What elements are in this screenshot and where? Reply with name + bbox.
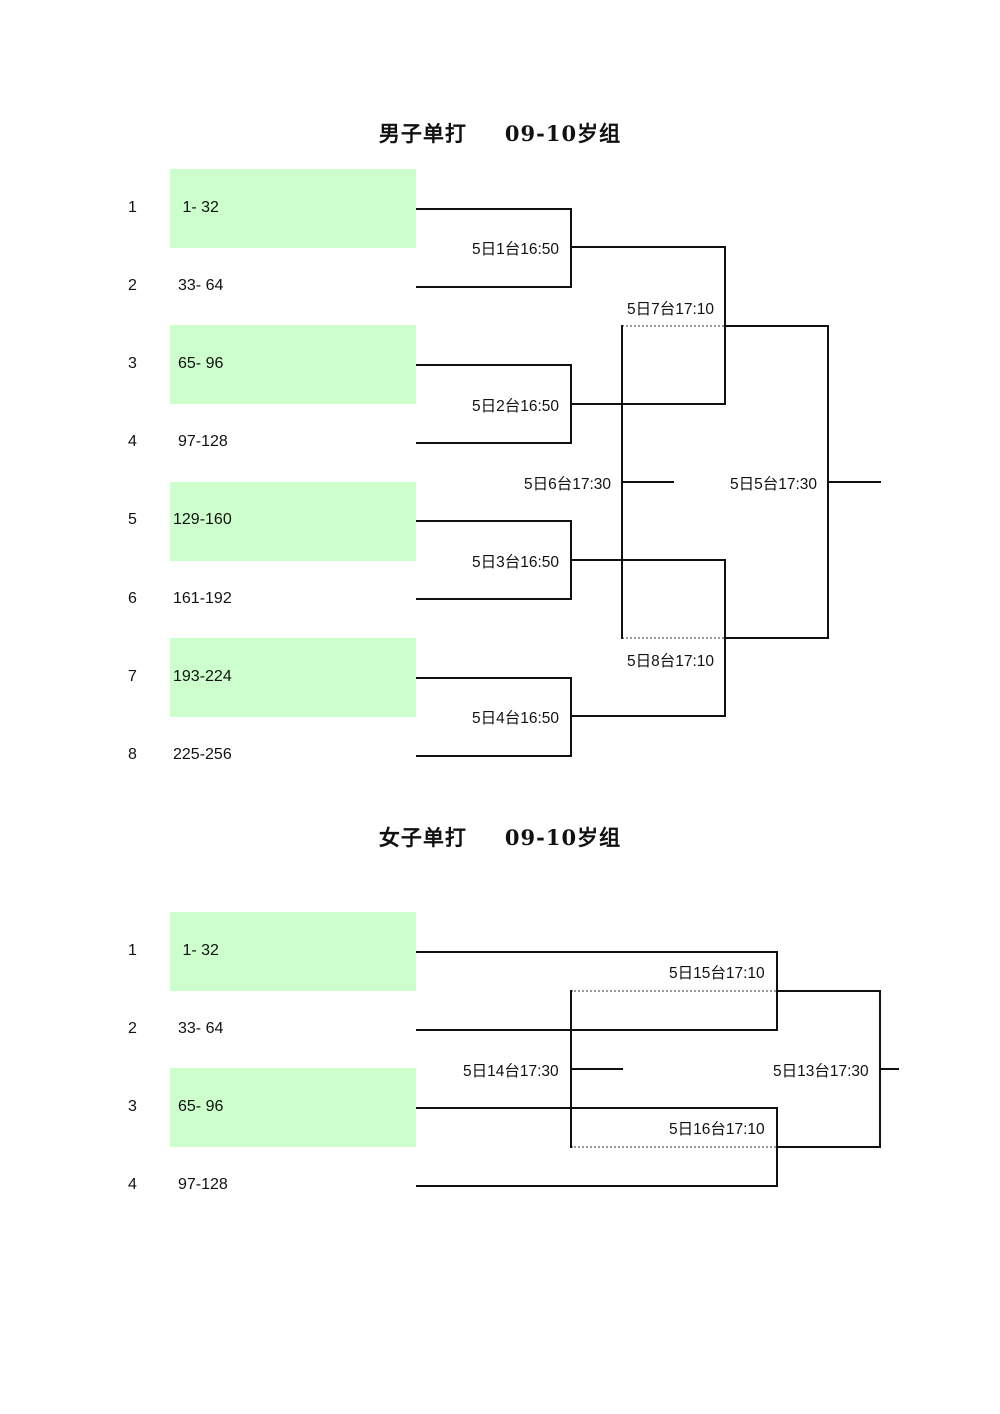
womens-title-event: 女子单打	[378, 825, 467, 850]
bracket-line	[416, 755, 572, 757]
match-label: 5日6台17:30	[524, 476, 612, 493]
bracket-dotted-line	[622, 325, 724, 327]
seed-highlight	[170, 1068, 416, 1147]
seed-number: 6	[128, 590, 137, 607]
bracket-line	[570, 715, 726, 717]
bracket-line	[776, 1146, 881, 1148]
bracket-line	[570, 403, 726, 405]
bracket-line	[570, 677, 572, 757]
seed-range: 193-224	[173, 668, 232, 685]
seed-number: 1	[128, 942, 137, 959]
bracket-line	[416, 364, 572, 366]
bracket-line	[570, 208, 572, 288]
seed-number: 8	[128, 746, 137, 763]
seed-range: 97-128	[178, 433, 228, 450]
seed-number: 3	[128, 1098, 137, 1115]
seed-range: 225-256	[173, 746, 232, 763]
seed-highlight	[170, 482, 416, 561]
seed-range: 161-192	[173, 590, 232, 607]
bracket-line	[416, 1107, 778, 1109]
bracket-line	[416, 598, 572, 600]
match-label: 5日16台17:10	[669, 1121, 765, 1138]
bracket-line	[879, 1068, 899, 1070]
seed-highlight	[170, 325, 416, 404]
bracket-line	[827, 481, 881, 483]
mens-title: 男子单打 09-10岁组	[0, 118, 1000, 148]
seed-number: 7	[128, 668, 137, 685]
bracket-line	[416, 208, 572, 210]
bracket-line	[570, 1068, 623, 1070]
seed-number: 1	[128, 199, 137, 216]
bracket-line	[724, 325, 829, 327]
seed-range: 1- 32	[178, 199, 219, 216]
bracket-dotted-line	[571, 1146, 776, 1148]
match-label: 5日14台17:30	[463, 1063, 559, 1080]
bracket-line	[416, 286, 572, 288]
match-label: 5日3台16:50	[472, 554, 560, 571]
bracket-line	[416, 1185, 778, 1187]
seed-range: 65- 96	[178, 1098, 224, 1115]
match-label: 5日13台17:30	[773, 1063, 869, 1080]
bracket-line	[570, 559, 726, 561]
bracket-line	[416, 951, 778, 953]
bracket-line	[416, 1029, 778, 1031]
seed-number: 3	[128, 355, 137, 372]
seed-number: 2	[128, 1020, 137, 1037]
match-label: 5日2台16:50	[472, 398, 560, 415]
seed-number: 4	[128, 433, 137, 450]
seed-highlight	[170, 912, 416, 991]
seed-number: 2	[128, 277, 137, 294]
seed-highlight	[170, 638, 416, 717]
bracket-line	[416, 677, 572, 679]
seed-range: 33- 64	[178, 277, 224, 294]
match-label: 5日5台17:30	[730, 476, 818, 493]
seed-number: 5	[128, 511, 137, 528]
bracket-line	[416, 520, 572, 522]
womens-title: 女子单打 09-10岁组	[0, 822, 1000, 852]
seed-range: 97-128	[178, 1176, 228, 1193]
match-label: 5日7台17:10	[627, 301, 715, 318]
womens-title-group: 09-10岁组	[504, 825, 622, 850]
mens-title-group: 09-10岁组	[504, 121, 622, 146]
match-label: 5日15台17:10	[669, 965, 765, 982]
bracket-line	[621, 481, 674, 483]
seed-highlight	[170, 169, 416, 248]
match-label: 5日4台16:50	[472, 710, 560, 727]
bracket-dotted-line	[571, 990, 776, 992]
bracket-line	[570, 246, 726, 248]
bracket-line	[776, 990, 881, 992]
match-label: 5日8台17:10	[627, 653, 715, 670]
bracket-line	[416, 442, 572, 444]
match-label: 5日1台16:50	[472, 241, 560, 258]
seed-range: 129-160	[173, 511, 232, 528]
mens-title-event: 男子单打	[378, 121, 467, 146]
seed-number: 4	[128, 1176, 137, 1193]
seed-range: 33- 64	[178, 1020, 224, 1037]
seed-range: 65- 96	[178, 355, 224, 372]
bracket-line	[724, 637, 829, 639]
seed-range: 1- 32	[178, 942, 219, 959]
bracket-dotted-line	[622, 637, 724, 639]
